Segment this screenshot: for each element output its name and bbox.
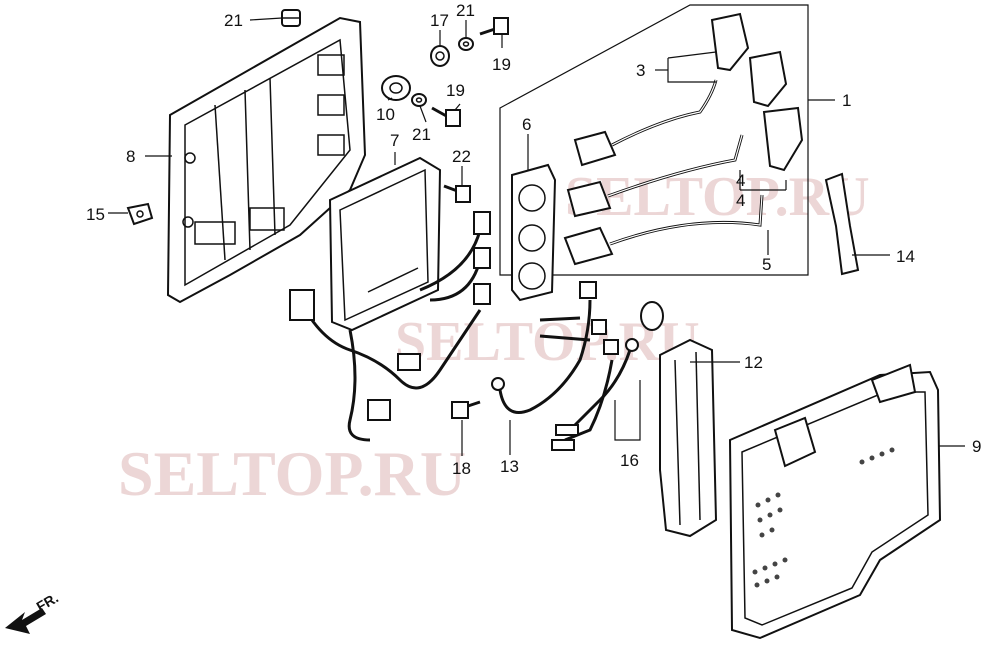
part-18-bolt: [451, 400, 481, 419]
part-14-clamp: [824, 172, 860, 276]
part-16-wire: [539, 316, 639, 451]
part-7-control-unit: [328, 156, 442, 332]
wire-harness: [289, 211, 491, 442]
callout-9: 9: [972, 437, 981, 456]
part-10-grommet: [381, 75, 411, 101]
ignition-coil: [566, 134, 744, 218]
part-16-cap: [640, 301, 664, 331]
callout-7: 7: [390, 131, 399, 150]
callout-17: 17: [430, 11, 449, 30]
part-13-wire: [491, 281, 597, 414]
callout-3: 3: [636, 61, 645, 80]
callout-4: 4: [736, 191, 745, 210]
callout-19: 19: [492, 55, 511, 74]
watermark: SELTOP.RU: [118, 438, 466, 509]
part-6-coil-holder: [511, 163, 557, 302]
part-17-grommet: [430, 45, 450, 67]
callout-21: 21: [412, 125, 431, 144]
callout-16: 16: [620, 451, 639, 470]
part-22-bolt: [443, 184, 471, 203]
ignition-coil: [563, 194, 764, 266]
part-15-clip: [126, 202, 154, 226]
callout-19: 19: [446, 81, 465, 100]
leader-lines: [108, 17, 965, 456]
callout-6: 6: [522, 115, 531, 134]
part-21-washer: [458, 37, 474, 51]
callout-12: 12: [744, 353, 763, 372]
callout-18: 18: [452, 459, 471, 478]
callout-13: 13: [500, 457, 519, 476]
part-12-terminal-strip: [659, 338, 718, 538]
part-3-plug-cap: [710, 12, 804, 172]
part-20-grommet: [281, 9, 301, 27]
callout-21: 21: [456, 1, 475, 20]
callout-8: 8: [126, 147, 135, 166]
callout-5: 5: [762, 255, 771, 274]
part-21-washer: [411, 93, 427, 107]
callout-14: 14: [896, 247, 915, 266]
callout-15: 15: [86, 205, 105, 224]
part-9-cover: [728, 363, 942, 640]
part-19-bolt: [431, 106, 461, 127]
ignition-coil: [573, 79, 718, 167]
part-8-base-plate: [166, 16, 367, 304]
callout-20: 21: [224, 11, 243, 30]
watermark: SELTOP.RU: [565, 166, 870, 228]
callout-22: 22: [452, 147, 471, 166]
part-19-bolt: [479, 17, 509, 36]
assembly-1-outline: [499, 4, 809, 276]
callout-4: 4: [736, 171, 745, 190]
callout-10: 10: [376, 105, 395, 124]
callout-1: 1: [842, 91, 851, 110]
front-direction-arrow: FR.: [5, 589, 61, 634]
